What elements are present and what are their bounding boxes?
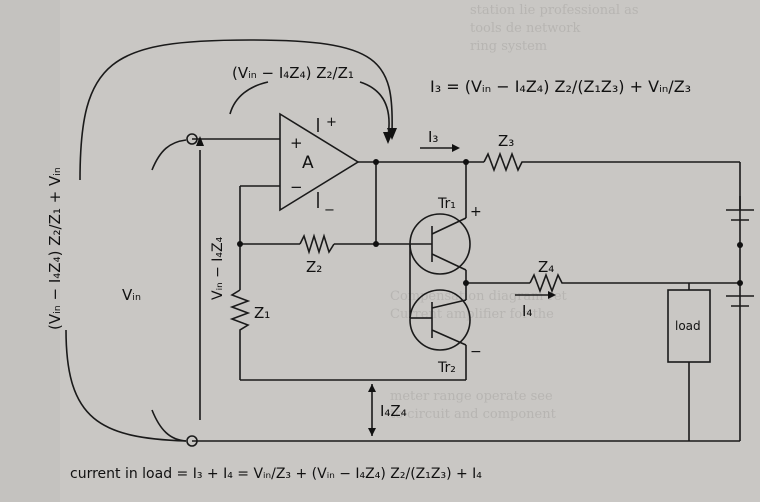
vin-label: Vᵢₙ (122, 286, 141, 304)
opamp-plus: + (290, 134, 303, 152)
equation-top: I₃ = (Vᵢₙ − I₄Z₄) Z₂/(Z₁Z₃) + Vᵢₙ/Z₃ (430, 77, 691, 96)
input-terminal-top (186, 133, 198, 145)
resistor-z1 (229, 289, 251, 336)
supply-battery (726, 196, 754, 307)
tr2-label: Tr₂ (437, 360, 456, 376)
z4-label: Z₄ (538, 258, 554, 276)
resistor-z2 (299, 233, 335, 255)
z1-label: Z₁ (254, 304, 270, 322)
svg-text:meter range operate see: meter range operate see (390, 389, 553, 404)
i3-label: I₃ (428, 128, 438, 146)
tr1-label: Tr₁ (437, 196, 456, 212)
transistor-tr1 (409, 213, 471, 275)
opamp-label: A (302, 153, 314, 173)
input-terminal-bottom (186, 435, 198, 447)
i4-label: I₄ (522, 302, 532, 320)
left-vertical-label: (Vᵢₙ − I₄Z₄) Z₂/Z₁ + Vᵢₙ (46, 167, 64, 330)
i4z4-label: I₄Z₄ (380, 402, 407, 420)
svg-text:ring system: ring system (470, 39, 547, 54)
junction-dots (237, 159, 743, 286)
svg-text:Compensation diagram ret: Compensation diagram ret (390, 289, 568, 304)
tr2-sign: − (470, 344, 482, 360)
svg-text:station lie professional as: station lie professional as (470, 3, 639, 18)
load-box: load (667, 283, 711, 441)
resistor-z4 (529, 272, 566, 294)
transistor-tr2 (409, 289, 471, 351)
tr1-sign: + (470, 204, 482, 220)
opamp-minus: − (290, 178, 303, 196)
i4z4-marker (368, 384, 376, 436)
current-arrows (420, 144, 556, 299)
supply-minus: − (324, 203, 335, 218)
resistor-z3 (483, 151, 526, 173)
gain-label: (Vᵢₙ − I₄Z₄) Z₂/Z₁ (232, 64, 354, 82)
load-label: load (675, 319, 701, 333)
curved-arrows (65, 39, 397, 442)
supply-plus: + (326, 115, 337, 130)
z2-label: Z₂ (306, 258, 322, 276)
svg-text:to circuit and component: to circuit and component (390, 407, 557, 422)
background-page-text: station lie professional as tools de net… (390, 3, 639, 422)
vin-minus-label: Vᵢₙ − I₄Z₄ (210, 236, 226, 300)
svg-text:tools de network: tools de network (470, 21, 580, 36)
z3-label: Z₃ (498, 132, 514, 150)
opamp: + − A + − (279, 112, 360, 218)
bottom-equation: current in load = I₃ + I₄ = Vᵢₙ/Z₃ + (Vᵢ… (70, 466, 482, 482)
